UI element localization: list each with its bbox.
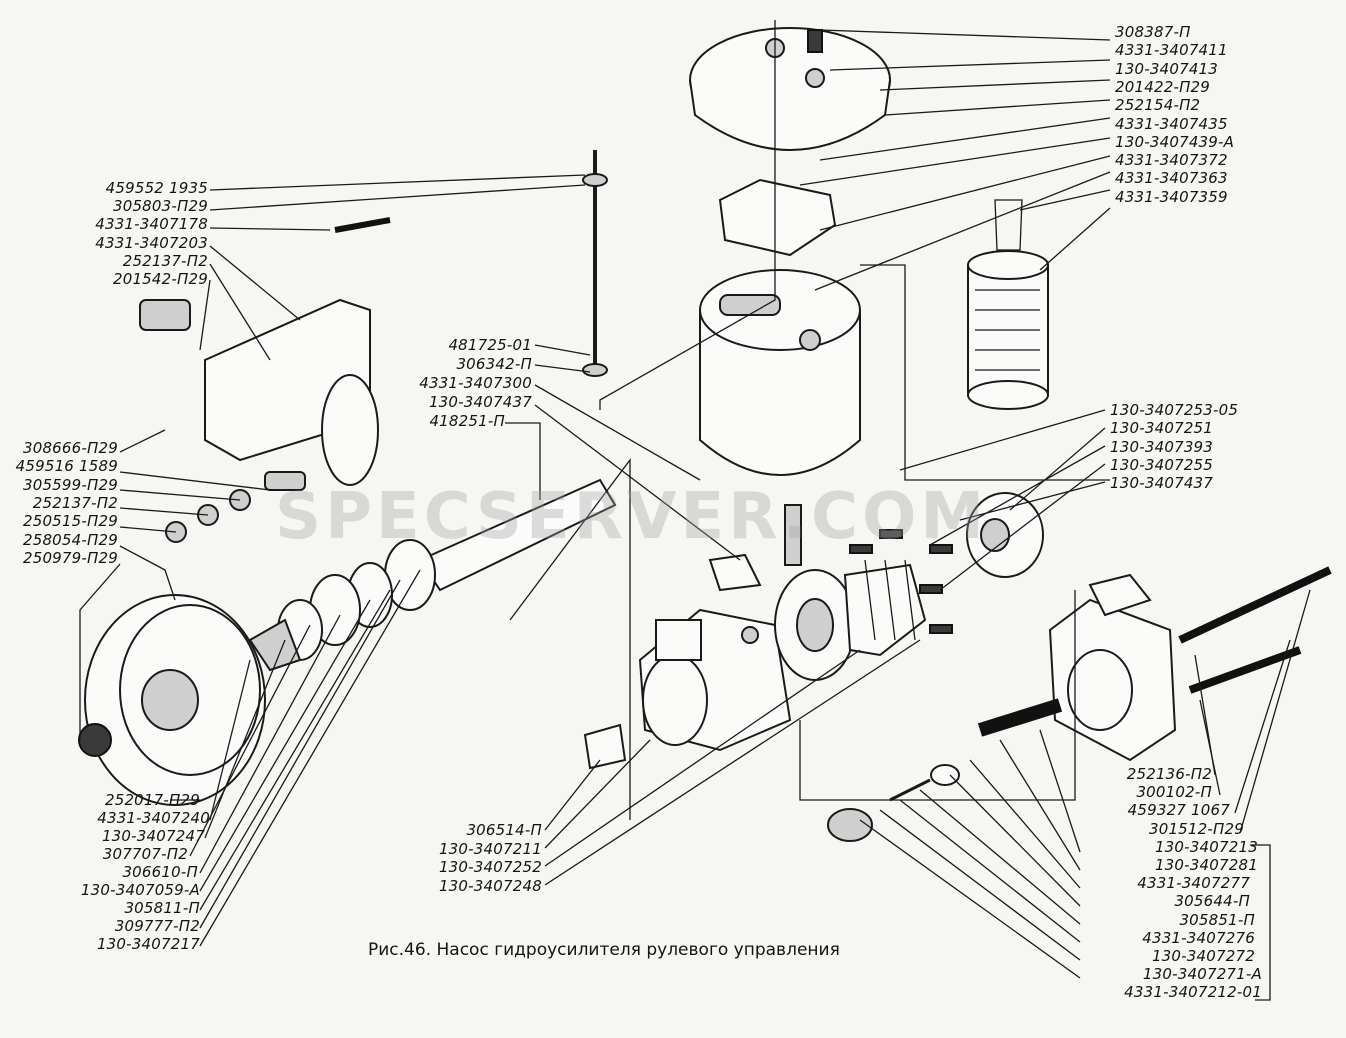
part-label: 130-3407393 (1110, 437, 1214, 456)
part-label: 4331-3407203 (95, 233, 208, 252)
valve-plate (718, 178, 837, 257)
rotor-stator (708, 504, 927, 681)
leader-lines (79, 20, 1311, 1001)
part-label: 130-3407252 (438, 858, 542, 876)
part-label: 459516 1589 (15, 457, 118, 476)
figure-caption: Рис.46. Насос гидроусилителя рулевого уп… (368, 940, 840, 960)
part-label: 306342-П (456, 355, 532, 373)
part-label: 305803-П29 (112, 197, 208, 216)
part-label: 130-3407253-05 (1110, 401, 1239, 419)
part-label: 130-3407213 (1154, 837, 1258, 856)
part-label: 130-3407439-А (1115, 132, 1235, 151)
part-label: 130-3407281 (1154, 856, 1258, 874)
part-label: 130-3407413 (1115, 59, 1219, 78)
reservoir-cover (689, 27, 891, 151)
part-label: 4331-3407435 (1115, 114, 1228, 133)
part-label: 201422-П29 (1115, 77, 1211, 96)
part-label: 130-3407248 (438, 876, 542, 895)
watermark: SPECSERVER.COM (275, 480, 989, 554)
part-label: 4331-3407277 (1137, 874, 1250, 893)
part-label: 130-3407437 (428, 393, 532, 411)
part-label: 130-3407059-А (80, 881, 200, 899)
part-label: 258054-П29 (22, 530, 118, 549)
part-label: 309777-П2 (114, 917, 200, 935)
reservoir-body (699, 269, 861, 476)
part-label: 252137-П2 (122, 251, 208, 270)
mounting-bracket (139, 217, 391, 486)
part-label: 4331-3407276 (1142, 928, 1255, 947)
rear-housing (1048, 566, 1332, 762)
part-label: 250515-П29 (22, 512, 118, 531)
pulley (78, 594, 266, 806)
relief-valve (827, 698, 1063, 842)
pump-body (583, 608, 792, 770)
part-label: 130-3407437 (1110, 474, 1214, 493)
part-label: 4331-3407411 (1115, 41, 1228, 60)
part-label: 481725-01 (448, 336, 532, 354)
part-label: 4331-3407240 (97, 809, 210, 827)
shaft-assembly (165, 471, 617, 672)
part-label: 4331-3407363 (1115, 169, 1228, 188)
part-label: 4331-3407372 (1115, 151, 1228, 170)
part-label: 4331-3407212-01 (1124, 983, 1262, 1002)
part-label: 201542-П29 (112, 270, 208, 288)
part-label: 305599-П29 (22, 475, 118, 494)
part-label: 308387-П (1115, 23, 1191, 41)
part-label: 301512-П29 (1148, 819, 1244, 838)
part-label: 4331-3407178 (95, 215, 208, 234)
part-label: 300102-П (1136, 783, 1212, 802)
part-label: 305644-П (1174, 892, 1250, 911)
part-label: 418251-П (429, 412, 505, 430)
part-label: 305851-П (1179, 910, 1255, 929)
part-label: 130-3407217 (96, 935, 200, 953)
part-label: 459327 1067 (1127, 801, 1230, 820)
part-label: 252154-П2 (1115, 96, 1201, 115)
part-label: 252137-П2 (32, 493, 118, 512)
part-label: 130-3407251 (1110, 419, 1214, 438)
part-label: 306514-П (466, 821, 542, 839)
part-label: 130-3407211 (438, 839, 542, 858)
part-label: 130-3407255 (1110, 455, 1214, 474)
part-label: 252136-П2 (1126, 765, 1212, 783)
filter-element (967, 199, 1049, 410)
part-label: 4331-3407300 (419, 374, 532, 392)
part-label: 250979-П29 (22, 548, 118, 567)
part-label: 4331-3407359 (1115, 187, 1228, 206)
part-label: 305811-П (124, 899, 200, 917)
part-label: 130-3407271-А (1142, 965, 1262, 984)
part-label: 306610-П (122, 863, 198, 881)
part-label: 130-3407272 (1151, 947, 1255, 965)
part-label: 459552 1935 (105, 179, 208, 197)
part-label: 307707-П2 (102, 845, 188, 863)
part-label: 308666-П29 (22, 439, 118, 457)
part-label: 252017-П29 (104, 791, 200, 809)
part-label: 130-3407247 (101, 827, 205, 845)
